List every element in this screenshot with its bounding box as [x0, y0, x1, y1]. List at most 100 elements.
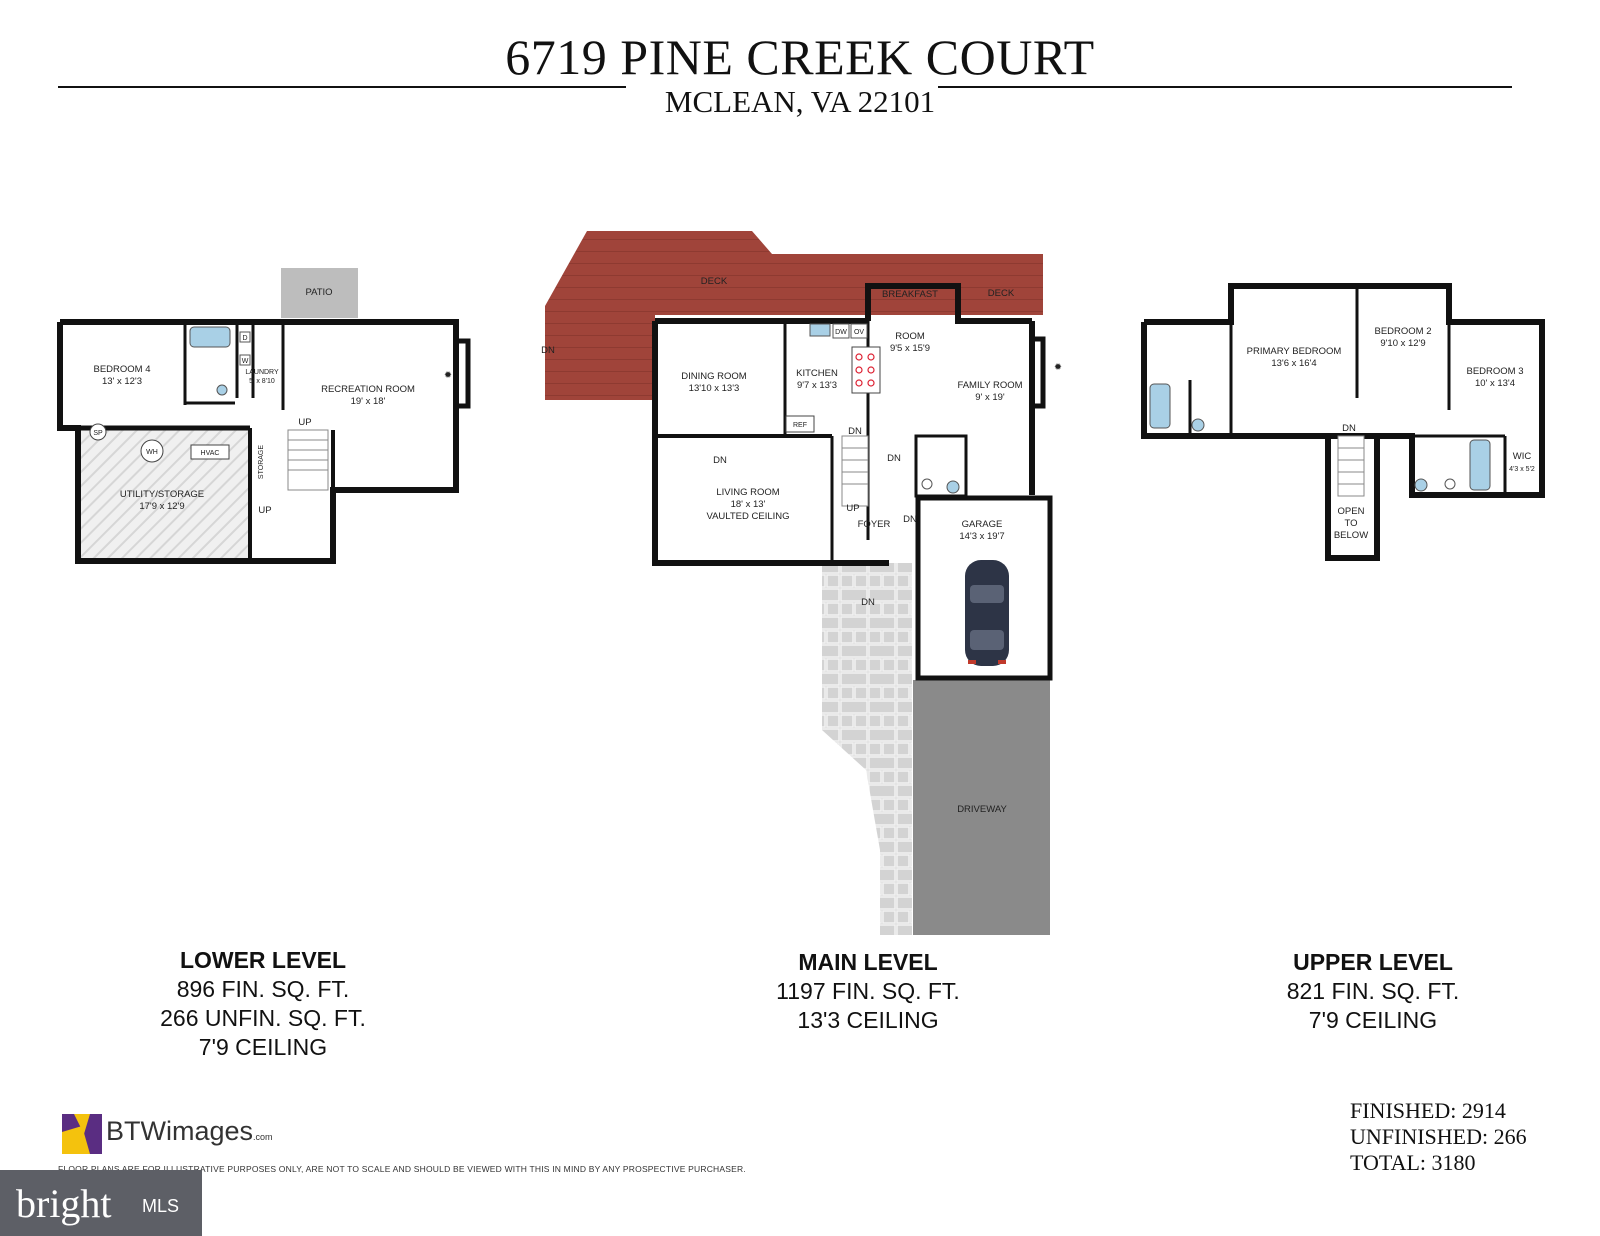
living-ceiling-label: VAULTED CEILING: [706, 511, 789, 522]
recreation-dim: 19' x 18': [351, 396, 386, 407]
patio: [281, 268, 358, 318]
bedroom3-dim: 10' x 13'4: [1475, 378, 1515, 389]
breakfast-label-2: ROOM: [895, 331, 925, 342]
hvac-label: HVAC: [201, 450, 220, 457]
stair-dn-label-1: DN: [848, 426, 862, 437]
deck: [545, 231, 1043, 400]
lower-level-plan: PATIO D W ✹ BEDROOM 4 13': [57, 268, 471, 564]
oven-box: [850, 323, 868, 339]
wic-label: WIC: [1513, 451, 1532, 462]
bright-wordmark: bright: [16, 1181, 112, 1226]
toilet-icon-main: [921, 478, 933, 490]
upper-stairs: [1337, 435, 1365, 497]
stair-up-label: UP: [298, 417, 311, 428]
upper-level-fin: 821 FIN. SQ. FT.: [1286, 978, 1460, 1004]
cooktop-icon: [855, 353, 875, 387]
lower-level-ceiling: 7'9 CEILING: [198, 1034, 328, 1060]
btwimages-logo: BTWimages.com: [60, 1112, 300, 1156]
stair-up-label-2: UP: [258, 505, 271, 516]
recreation-label: RECREATION ROOM: [321, 384, 415, 395]
upper-level-ceiling: 7'9 CEILING: [1308, 1007, 1438, 1033]
btw-logo-text: BTWimages.com: [106, 1116, 273, 1147]
laundry-label: LAUNDRY: [245, 369, 279, 376]
deck-stairs-dn-label: DN: [541, 345, 555, 356]
storage-label: STORAGE: [258, 445, 265, 479]
breakfast-label: BREAKFAST: [882, 289, 938, 300]
utility-dim: 17'9 x 12'9: [139, 501, 184, 512]
refrigerator-box: [785, 415, 815, 433]
main-stair-treads: [842, 447, 868, 485]
ref-label: REF: [793, 422, 807, 429]
living-dim: 18' x 13': [731, 499, 766, 510]
deck-label-2: DECK: [988, 288, 1015, 299]
fireplace-icon: ✹: [444, 370, 452, 381]
deck-label-1: DECK: [701, 276, 728, 287]
kitchen-label: KITCHEN: [796, 368, 838, 379]
bedroom2-dim: 9'10 x 12'9: [1380, 338, 1425, 349]
btw-logo-suffix: .com: [253, 1132, 273, 1142]
property-address: 6719 PINE CREEK COURT: [505, 29, 1095, 85]
car-icon: [965, 560, 1009, 666]
bathtub-icon-upper: [1149, 383, 1171, 429]
lower-level-summary: LOWER LEVEL 896 FIN. SQ. FT. 266 UNFIN. …: [103, 946, 423, 1062]
ov-label: OV: [854, 329, 864, 336]
main-level-fin: 1197 FIN. SQ. FT.: [776, 978, 960, 1004]
stair-treads: [288, 439, 328, 471]
header-rule-right: [938, 86, 1512, 88]
sink-icon: [809, 323, 831, 337]
family-label: FAMILY ROOM: [957, 380, 1022, 391]
square-footage-totals: FINISHED: 2914 UNFINISHED: 266 TOTAL: 31…: [1350, 1098, 1527, 1176]
main-walls: [652, 283, 1053, 681]
main-level-plan: ✹ DECK DECK DN BREAKFAST ROOM: [541, 231, 1062, 935]
water-heater-icon: [140, 439, 164, 463]
lower-level-fin: 896 FIN. SQ. FT.: [176, 976, 350, 1002]
toilet-icon: [216, 384, 228, 396]
property-city: MCLEAN, VA 22101: [664, 84, 936, 119]
stair-up-label-main: UP: [846, 503, 859, 514]
walkway: [822, 563, 912, 935]
upper-level-plan: PRIMARY BEDROOM 13'6 x 16'4 BEDROOM 2 9'…: [1141, 283, 1545, 561]
garage-dim: 14'3 x 19'7: [959, 531, 1004, 542]
primary-bedroom-dim: 13'6 x 16'4: [1271, 358, 1316, 369]
dryer-label: D: [242, 335, 247, 342]
main-level-name: MAIN LEVEL: [798, 949, 938, 975]
patio-label: PATIO: [305, 287, 332, 298]
sink-icon-upper: [1191, 418, 1205, 432]
upper-level-name: UPPER LEVEL: [1293, 949, 1453, 975]
fireplace-icon-main: ✹: [1054, 362, 1062, 373]
sump-pump-icon: [89, 423, 107, 441]
bathtub-icon: [189, 326, 231, 348]
btw-logo-icon: [62, 1114, 102, 1154]
open-below-label-1: OPEN: [1338, 506, 1365, 517]
laundry-dim: 5' x 8'10: [249, 378, 275, 385]
driveway-label: DRIVEWAY: [957, 804, 1007, 815]
wic-dim: 4'3 x 5'2: [1509, 466, 1535, 473]
upper-level-summary: UPPER LEVEL 821 FIN. SQ. FT. 7'9 CEILING: [1213, 948, 1533, 1035]
bedroom2-label: BEDROOM 2: [1374, 326, 1431, 337]
lower-walls: [57, 319, 471, 564]
wh-label: WH: [146, 449, 158, 456]
disclaimer-text: FLOOR PLANS ARE FOR ILLUSTRATIVE PURPOSE…: [58, 1164, 746, 1174]
dryer-box: [239, 331, 251, 343]
family-dim: 9' x 19': [975, 392, 1005, 403]
dw-label: DW: [835, 329, 847, 336]
bright-mls-badge: bright MLS: [0, 1170, 202, 1236]
kitchen-dim: 9'7 x 13'3: [797, 380, 837, 391]
garage-label: GARAGE: [962, 519, 1003, 530]
upper-stair-treads: [1338, 447, 1364, 485]
dining-dim: 13'10 x 13'3: [689, 383, 740, 394]
walkway-dn-label: DN: [861, 597, 875, 608]
unfinished-total: UNFINISHED: 266: [1350, 1124, 1527, 1149]
header-rule-left: [58, 86, 626, 88]
lower-level-unfin: 266 UNFIN. SQ. FT.: [160, 1005, 366, 1031]
toilet-icon-upper: [1444, 478, 1456, 490]
mls-label: MLS: [142, 1196, 180, 1216]
sink-icon-upper-2: [1414, 478, 1428, 492]
washer-label: W: [242, 358, 249, 365]
stair-dn-label-2: DN: [713, 455, 727, 466]
sink-icon-main: [946, 480, 960, 494]
main-level-summary: MAIN LEVEL 1197 FIN. SQ. FT. 13'3 CEILIN…: [708, 948, 1028, 1035]
washer-box: [239, 354, 251, 366]
bathtub-icon-upper-2: [1469, 439, 1491, 491]
